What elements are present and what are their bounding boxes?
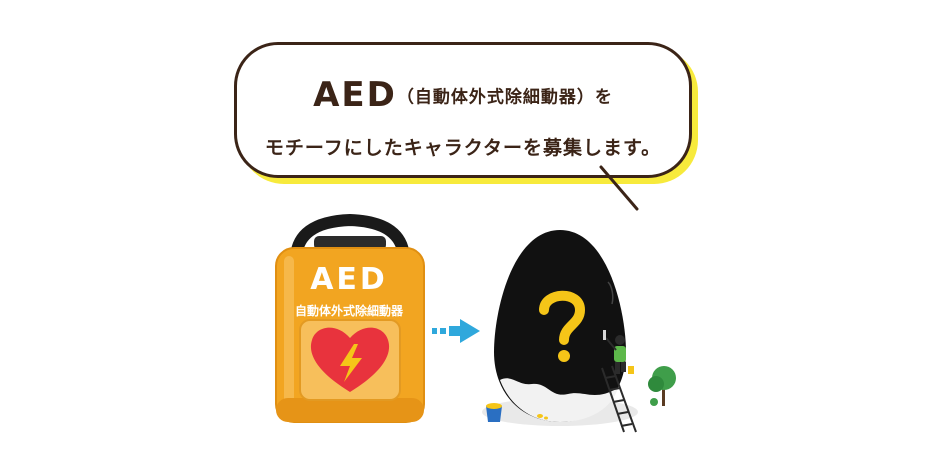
aed-subtitle: 自動体外式除細動器 xyxy=(294,304,403,318)
heart-lightning-icon xyxy=(310,327,390,392)
tree-icon xyxy=(648,366,676,406)
question-mark-icon xyxy=(539,290,585,345)
speech-bubble-tail-icon xyxy=(599,165,639,211)
aed-title: AED xyxy=(310,262,388,297)
aed-device-icon xyxy=(275,213,425,423)
mystery-egg-scene xyxy=(482,230,676,433)
headline-aed-full-name: （自動体外式除細動器）を xyxy=(396,87,613,108)
ladder-icon xyxy=(601,365,637,433)
mystery-egg-icon xyxy=(494,230,626,422)
headline-line-2: モチーフにしたキャラクターを募集します。 xyxy=(264,137,662,159)
paint-bucket-icon xyxy=(486,403,502,422)
speech-bubble: AED（自動体外式除細動器）を モチーフにしたキャラクターを募集します。 xyxy=(234,42,692,178)
headline-aed: AED xyxy=(313,75,397,115)
painter-icon xyxy=(603,330,634,374)
headline-line-1: AED（自動体外式除細動器）を xyxy=(237,75,689,115)
arrow-right-icon xyxy=(432,319,480,343)
